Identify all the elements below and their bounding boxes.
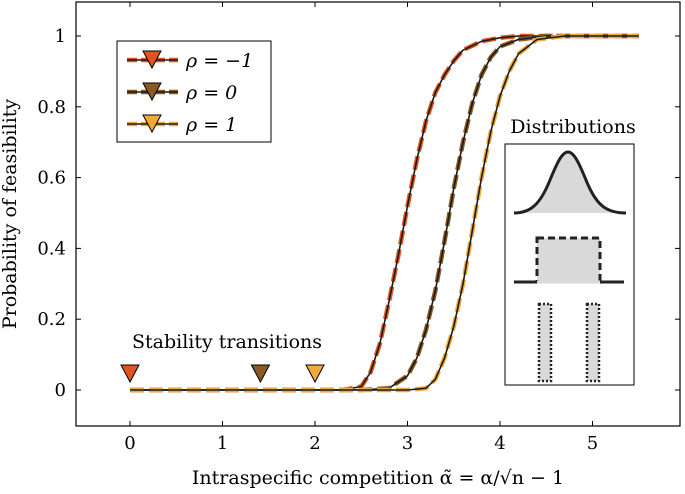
x-tick-label: 5 — [587, 433, 598, 454]
stability-transition-marker — [120, 364, 140, 384]
bimodal-right-peak-icon — [585, 302, 601, 383]
x-tick-label: 0 — [124, 433, 135, 454]
uniform-distribution-icon — [535, 236, 602, 284]
y-tick-label: 0.6 — [37, 168, 66, 189]
legend-label: ρ = −1 — [185, 50, 253, 72]
stability-transition-marker — [305, 364, 325, 384]
distributions-title: Distributions — [510, 116, 635, 138]
x-axis-label: Intraspecific competition α̃ = α/√n − 1 — [192, 467, 564, 489]
x-tick-label: 3 — [402, 433, 413, 454]
plot-frame — [75, 1, 681, 427]
transition-markers — [120, 364, 325, 384]
y-tick-label: 0.8 — [37, 97, 66, 118]
y-tick-label: 1 — [55, 26, 66, 47]
legend-marker — [142, 50, 162, 70]
x-tick-label: 2 — [309, 433, 320, 454]
y-axis-label: Probability of feasibility — [0, 99, 21, 330]
legend: ρ = −1 ρ = 0 ρ = 1 — [116, 40, 272, 143]
legend-marker — [142, 82, 162, 102]
y-tick-label: 0 — [55, 380, 66, 401]
series-line — [130, 35, 639, 391]
series-layer — [130, 33, 639, 393]
legend-marker — [142, 114, 162, 134]
stability-annotation: Stability transitions — [132, 331, 322, 353]
stability-transition-marker — [250, 364, 271, 384]
bimodal-left-peak-icon — [537, 302, 553, 383]
distributions-inset — [504, 143, 635, 386]
gaussian-distribution-outline — [513, 150, 627, 215]
y-tick-label: 0.4 — [37, 238, 66, 259]
legend-label: ρ = 1 — [185, 114, 237, 136]
x-tick-label: 4 — [494, 433, 505, 454]
legend-label: ρ = 0 — [185, 82, 237, 104]
y-axis-ticks: 0 0.2 0.4 0.6 0.8 1 — [37, 26, 680, 401]
y-tick-label: 0.2 — [37, 309, 66, 330]
x-axis-ticks: 0 1 2 3 4 5 — [124, 2, 598, 454]
x-tick-label: 1 — [217, 433, 228, 454]
